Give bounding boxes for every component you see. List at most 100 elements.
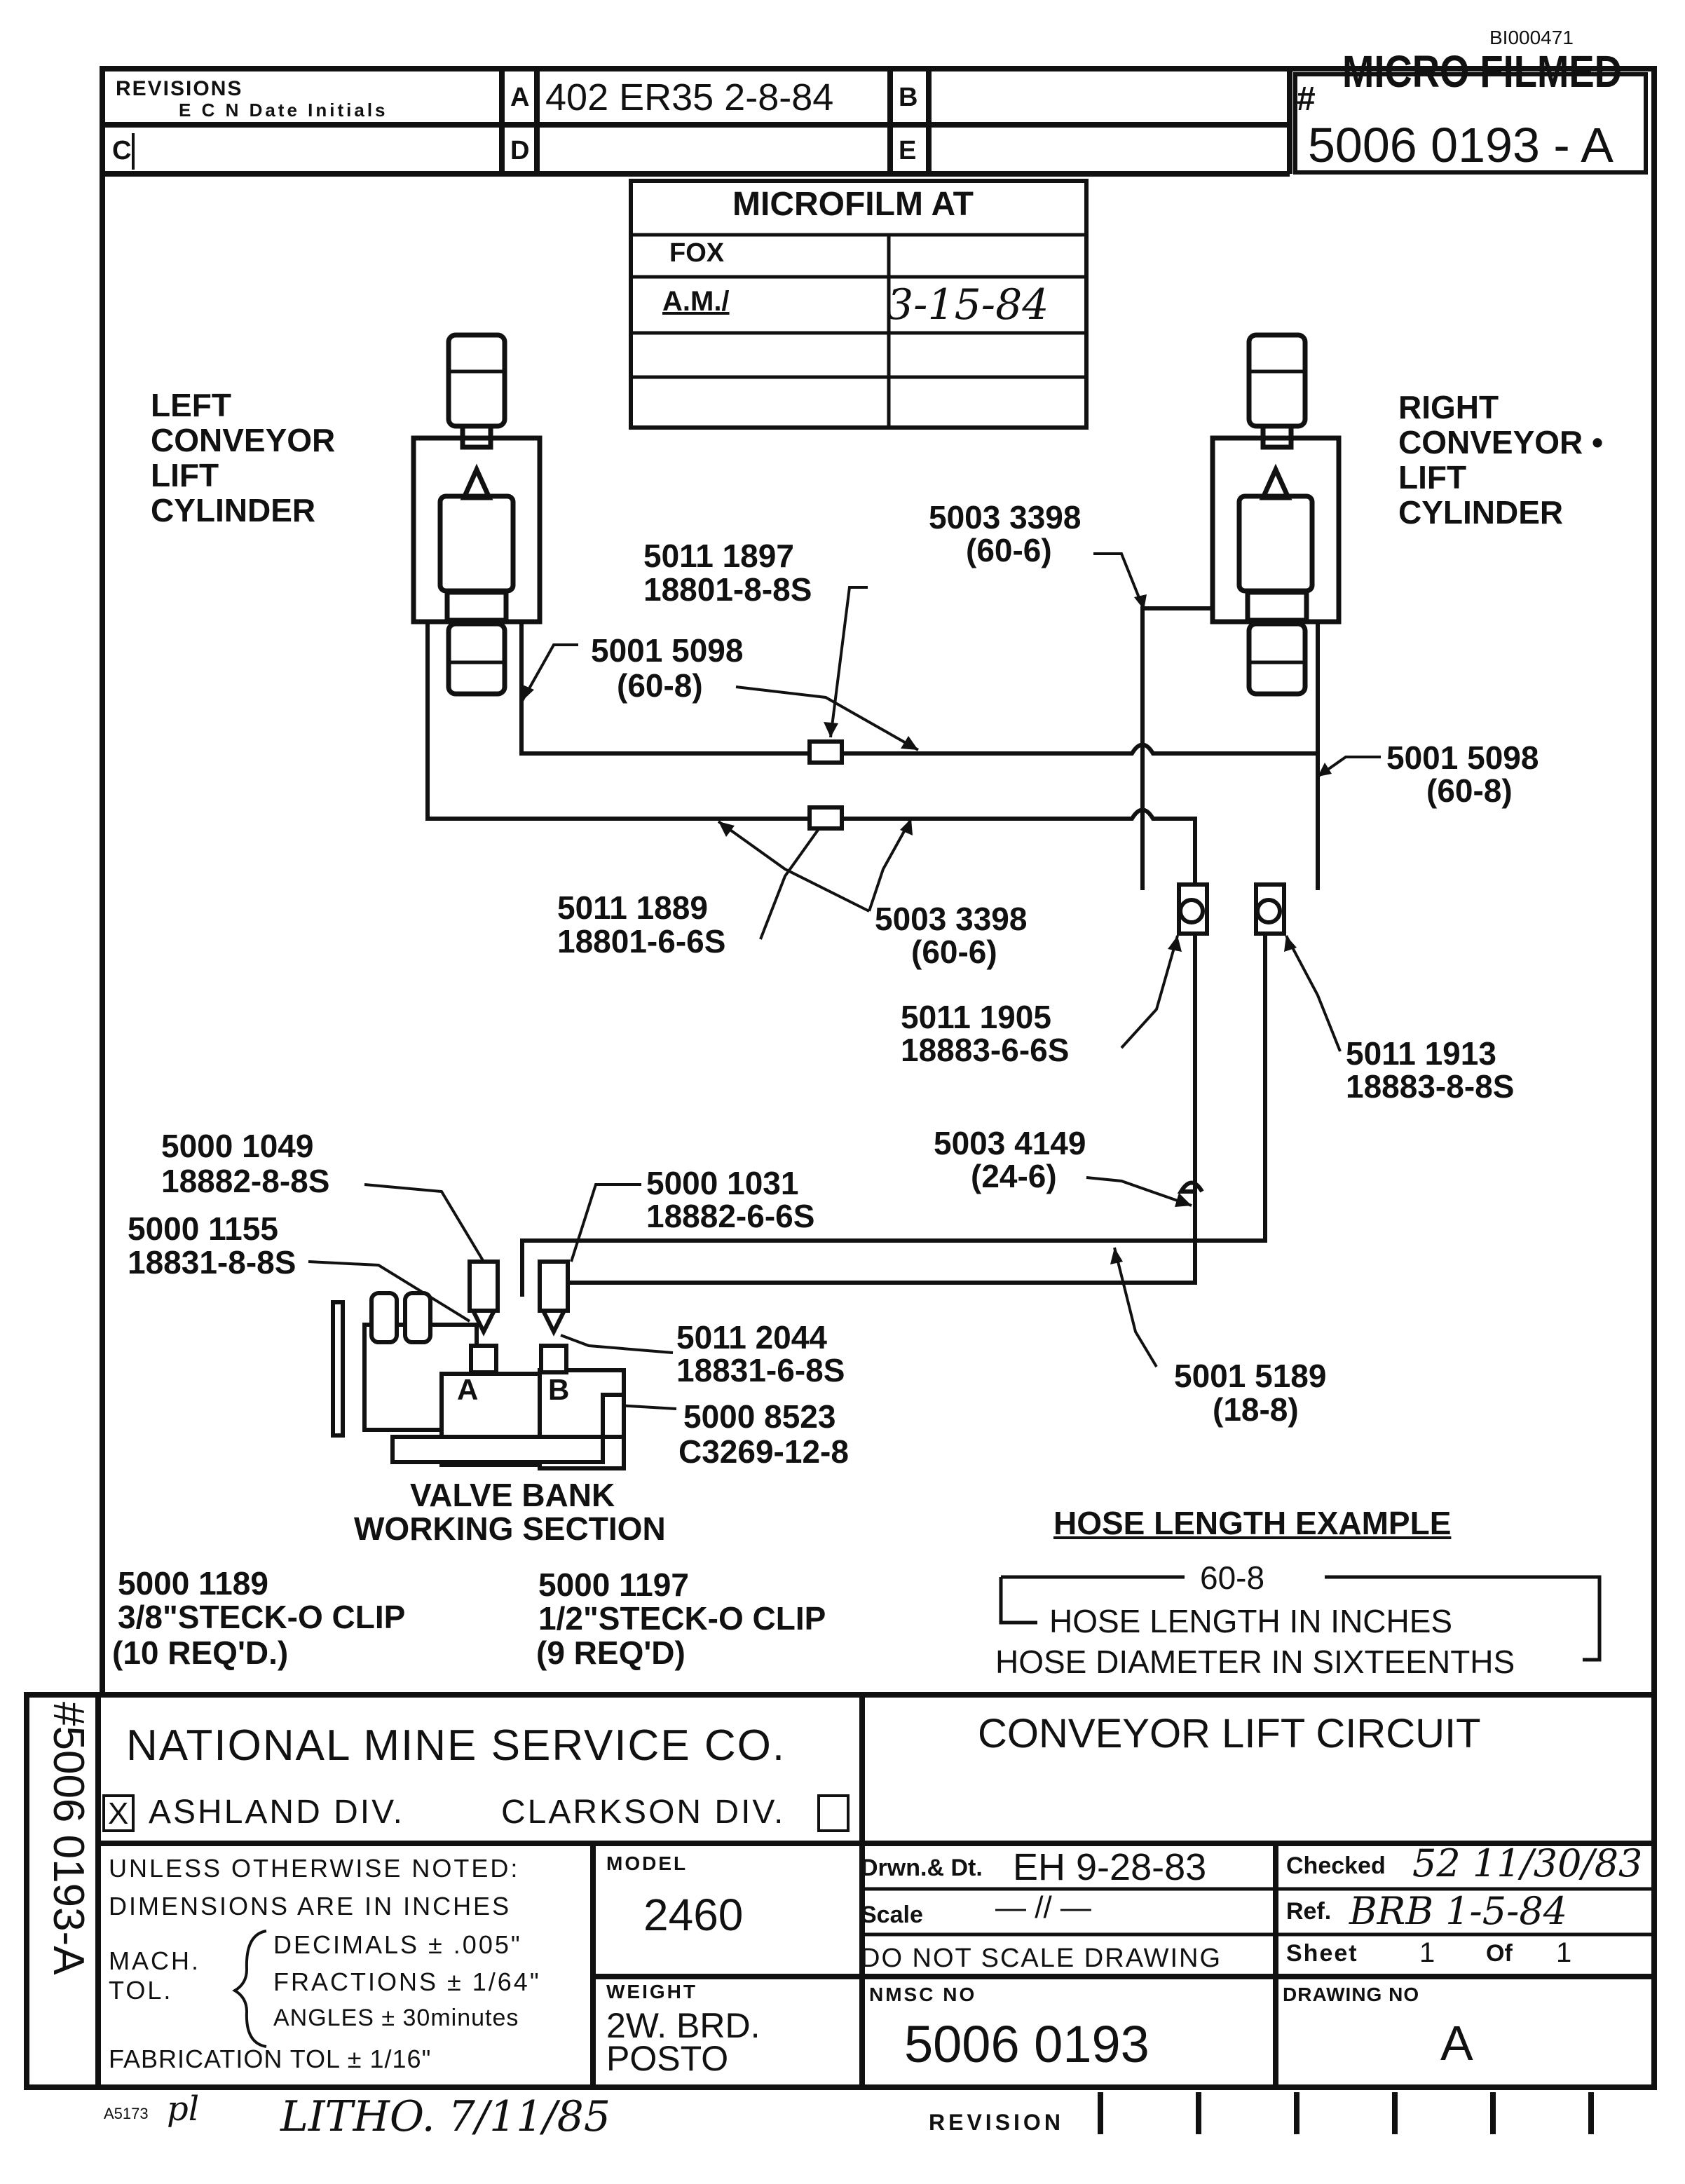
callout-5003-3398-top-size: (60-6) [966, 532, 1052, 568]
callout-5001-5098-left-size: (60-8) [617, 667, 703, 704]
callout-5011-2044-fitting: 18831-6-8S [676, 1352, 845, 1388]
tol-fractions: FRACTIONS ± 1/64" [273, 1967, 541, 1996]
callout-5011-1897-fitting: 18801-8-8S [643, 571, 812, 608]
clip-left-part: 5000 1189 [118, 1565, 268, 1602]
company-name: NATIONAL MINE SERVICE CO. [126, 1721, 786, 1770]
right-cylinder-label: RIGHT CONVEYOR • LIFT CYLINDER [1398, 391, 1603, 528]
hose-example-length: HOSE LENGTH IN INCHES [1049, 1603, 1453, 1639]
document-id: BI000471 [1489, 27, 1574, 48]
valve-port-a: A [457, 1373, 479, 1406]
mach-label: MACH. [109, 1946, 200, 1975]
callout-5000-1155-fitting: 18831-8-8S [128, 1244, 296, 1281]
microfilm-fox: FOX [669, 238, 725, 268]
revision-d-key: D [510, 136, 530, 165]
ref-value: BRB 1-5-84 [1349, 1889, 1568, 1933]
of-label: Of [1486, 1940, 1513, 1967]
sheet-label: Sheet [1286, 1940, 1358, 1967]
tol-angles: ANGLES ± 30minutes [273, 2005, 519, 2031]
checked-label: Checked [1286, 1852, 1386, 1879]
microfilm-box-title: MICROFILM AT [732, 186, 974, 223]
ref-label: Ref. [1286, 1898, 1332, 1925]
callout-5000-1031-part: 5000 1031 [646, 1165, 799, 1201]
right-cylinder-line-1: RIGHT [1398, 389, 1499, 425]
callout-5003-3398-top-part: 5003 3398 [929, 499, 1082, 535]
microfilm-date: 3-15-84 [887, 280, 1049, 329]
revision-b-key: B [899, 83, 918, 112]
revision-a-key: A [510, 83, 530, 112]
fabrication-tolerance: FABRICATION TOL ± 1/16" [109, 2045, 432, 2073]
nmsc-label: NMSC NO [869, 1984, 977, 2005]
valve-port-b: B [548, 1373, 570, 1406]
callout-5001-5098-right-size: (60-8) [1426, 772, 1513, 809]
drawn-value: EH 9-28-83 [1013, 1846, 1207, 1888]
revision-c-key: C [112, 136, 132, 165]
clip-right-desc: 1/2"STECK-O CLIP [538, 1600, 826, 1637]
callout-5000-1049-fitting: 18882-8-8S [161, 1163, 330, 1199]
callout-5011-1889-part: 5011 1889 [557, 889, 708, 926]
callout-5011-1889-fitting: 18801-6-6S [557, 923, 726, 960]
revisions-title: REVISIONS [116, 77, 243, 100]
notes-line-2: DIMENSIONS ARE IN INCHES [109, 1892, 512, 1920]
callout-5003-3398-bottom-size: (60-6) [911, 934, 997, 970]
callout-5001-5098-right-part: 5001 5098 [1386, 739, 1539, 776]
microfilm-am: A.M./ [662, 286, 730, 317]
left-cylinder-line-2: CONVEYOR [151, 422, 336, 458]
callout-5011-1905-fitting: 18883-6-6S [901, 1032, 1070, 1068]
callout-5000-1049-part: 5000 1049 [161, 1128, 314, 1164]
scale-label: Scale [861, 1902, 923, 1928]
callout-5003-4149-part: 5003 4149 [934, 1125, 1086, 1161]
hose-example-code: 60-8 [1200, 1559, 1265, 1596]
micro-filmed-hash: # [1297, 81, 1316, 118]
drawing-no-label: DRAWING NO [1283, 1984, 1420, 2005]
notes-line-1: UNLESS OTHERWISE NOTED: [109, 1854, 520, 1883]
drawing-title: CONVEYOR LIFT CIRCUIT [978, 1711, 1481, 1756]
clip-left-qty: (10 REQ'D.) [112, 1634, 289, 1671]
right-cylinder-line-3: LIFT [1398, 459, 1467, 496]
litho-initials: pl [167, 2089, 200, 2129]
micro-filmed-title: MICRO FILMED [1342, 46, 1622, 97]
callout-5011-1913-part: 5011 1913 [1346, 1035, 1496, 1072]
callout-5000-1031-fitting: 18882-6-6S [646, 1198, 815, 1234]
nmsc-value: 5006 0193 [904, 2015, 1150, 2073]
left-cylinder-line-3: LIFT [151, 457, 219, 493]
ashland-division: ASHLAND DIV. [149, 1794, 405, 1831]
revision-a-value: 402 ER35 2-8-84 [545, 76, 834, 118]
callout-5001-5189-part: 5001 5189 [1174, 1358, 1327, 1394]
litho-date: LITHO. 7/11/85 [280, 2092, 611, 2141]
of-value: 1 [1556, 1937, 1572, 1968]
drawn-label: Drwn.& Dt. [861, 1855, 983, 1881]
clip-right-qty: (9 REQ'D) [536, 1634, 685, 1671]
clip-right-part: 5000 1197 [538, 1567, 689, 1603]
callout-5003-3398-bottom-part: 5003 3398 [875, 901, 1028, 937]
hose-example-title: HOSE LENGTH EXAMPLE [1053, 1505, 1452, 1541]
callout-5001-5098-left-part: 5001 5098 [591, 632, 744, 669]
ashland-checkbox: X [108, 1796, 129, 1831]
callout-5011-1897-part: 5011 1897 [643, 538, 794, 574]
sheet-value: 1 [1419, 1937, 1435, 1968]
clarkson-division: CLARKSON DIV. [501, 1794, 786, 1831]
revision-label: REVISION [929, 2110, 1064, 2135]
side-drawing-number: #5006 0193-A [44, 1702, 93, 1975]
tol-decimals: DECIMALS ± .005" [273, 1930, 522, 1959]
right-cylinder-line-4: CYLINDER [1398, 494, 1564, 531]
microfilm-box [629, 179, 1089, 430]
left-cylinder-line-4: CYLINDER [151, 492, 316, 528]
hose-example-diameter: HOSE DIAMETER IN SIXTEENTHS [995, 1644, 1515, 1680]
title-block-border [24, 1692, 1657, 2090]
scale-value: — // — [995, 1890, 1091, 1925]
valve-bank-label: VALVE BANK [410, 1477, 615, 1513]
checked-value: 52 11/30/83 [1412, 1841, 1643, 1885]
callout-5000-8523-part: 5000 8523 [683, 1398, 836, 1435]
valve-bank-sublabel: WORKING SECTION [354, 1510, 666, 1547]
callout-5001-5189-size: (18-8) [1213, 1391, 1299, 1428]
left-cylinder-label: LEFT CONVEYOR LIFT CYLINDER [151, 389, 335, 526]
do-not-scale-note: DO NOT SCALE DRAWING [861, 1944, 1222, 1973]
drawing-no-value: A [1440, 2016, 1473, 2070]
micro-filmed-number: 5006 0193 - A [1308, 118, 1614, 172]
revision-e-key: E [899, 136, 917, 165]
revisions-subtitle: E C N Date Initials [179, 100, 388, 121]
callout-5011-1905-part: 5011 1905 [901, 999, 1051, 1035]
callout-5000-8523-fitting: C3269-12-8 [678, 1433, 849, 1470]
callout-5003-4149-size: (24-6) [971, 1158, 1057, 1194]
